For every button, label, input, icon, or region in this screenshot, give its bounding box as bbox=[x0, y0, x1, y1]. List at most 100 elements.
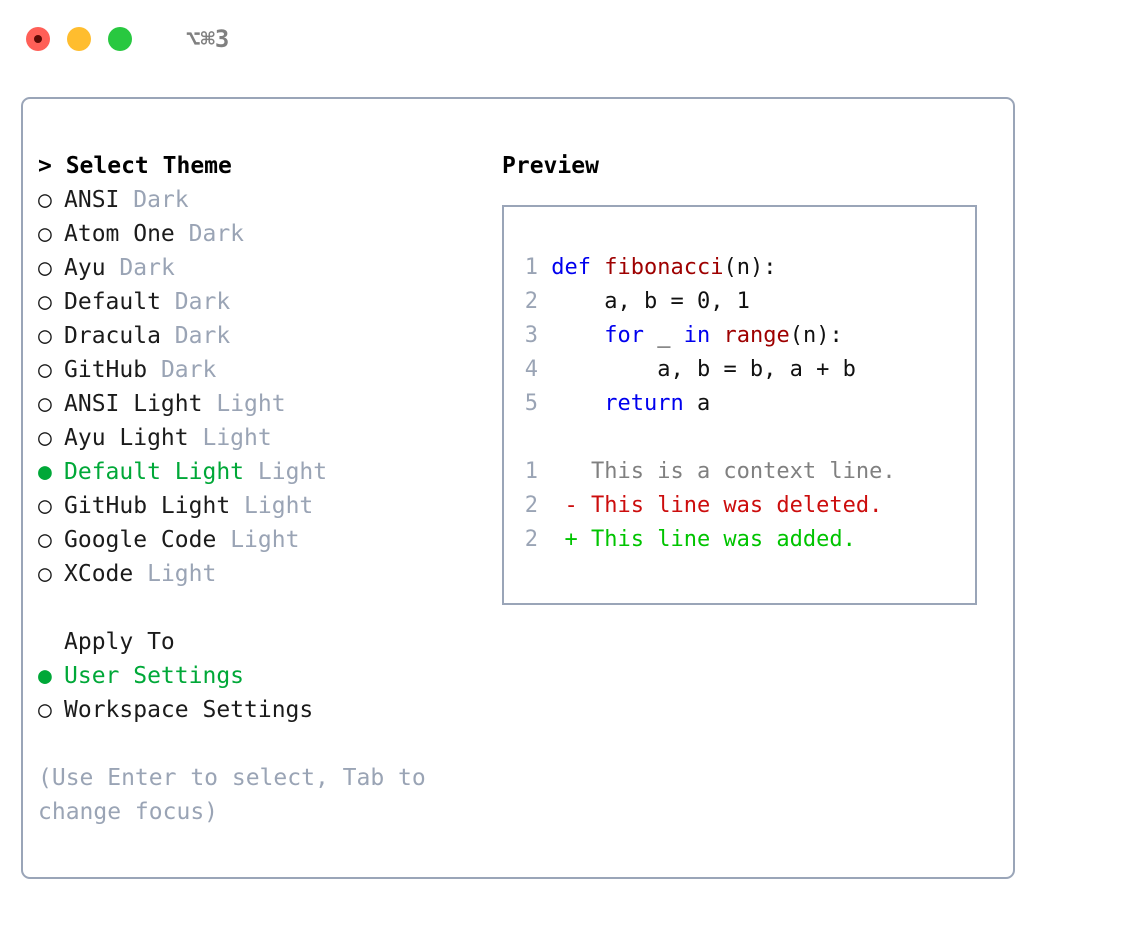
theme-mode-badge: Light bbox=[147, 561, 217, 587]
radio-unselected-icon: ○ bbox=[38, 255, 52, 281]
theme-name-label: Ayu Light bbox=[64, 425, 189, 451]
theme-list-item[interactable]: ○ ANSI Light Light bbox=[38, 387, 488, 421]
radio-unselected-icon: ○ bbox=[38, 221, 52, 247]
theme-list-item[interactable]: ○ GitHub Light Light bbox=[38, 489, 488, 523]
radio-unselected-icon: ○ bbox=[38, 493, 52, 519]
code-token bbox=[710, 323, 723, 348]
line-number: 1 bbox=[524, 255, 538, 280]
code-line: 2 a, b = 0, 1 bbox=[504, 285, 975, 319]
theme-name-label: Google Code bbox=[64, 527, 217, 553]
radio-unselected-icon: ○ bbox=[38, 289, 52, 315]
apply-to-option[interactable]: ● User Settings bbox=[38, 659, 488, 693]
code-token: a, b = b, a + b bbox=[657, 357, 856, 382]
list-spacer bbox=[38, 591, 488, 625]
theme-selection-panel: > Select Theme ○ANSI Dark○Atom One Dark○… bbox=[38, 149, 488, 829]
theme-mode-badge: Dark bbox=[133, 187, 189, 213]
line-number: 5 bbox=[524, 391, 538, 416]
radio-unselected-icon: ○ bbox=[38, 187, 52, 213]
radio-unselected-icon: ○ bbox=[38, 323, 52, 349]
code-token: return bbox=[604, 391, 684, 416]
window-content: > Select Theme ○ANSI Dark○Atom One Dark○… bbox=[23, 99, 1013, 877]
theme-mode-badge: Light bbox=[230, 527, 300, 553]
theme-list-item[interactable]: ○ Default Dark bbox=[38, 285, 488, 319]
theme-mode-badge: Light bbox=[216, 391, 286, 417]
preview-panel: Preview 1 def fibonacci(n):2 a, b = 0, 1… bbox=[502, 149, 992, 605]
radio-unselected-icon: ○ bbox=[38, 697, 52, 723]
apply-to-option[interactable]: ○ Workspace Settings bbox=[38, 693, 488, 727]
theme-mode-badge: Light bbox=[257, 459, 328, 485]
diff-line: 1 This is a context line. bbox=[504, 455, 975, 489]
theme-list-item[interactable]: ○ Ayu Light Light bbox=[38, 421, 488, 455]
line-number: 1 bbox=[524, 459, 538, 484]
line-number: 2 bbox=[524, 527, 538, 552]
code-line: 4 a, b = b, a + b bbox=[504, 353, 975, 387]
code-token: (n): bbox=[723, 255, 777, 280]
code-token: def bbox=[551, 255, 591, 280]
code-token: range bbox=[723, 323, 790, 348]
apply-to-option-label: Workspace Settings bbox=[64, 697, 314, 723]
close-window-button[interactable] bbox=[26, 27, 50, 51]
theme-name-label: ANSI Light bbox=[64, 391, 203, 417]
radio-selected-icon: ● bbox=[38, 663, 52, 689]
keyboard-hint-text: (Use Enter to select, Tab to change focu… bbox=[38, 765, 440, 825]
apply-to-label: Apply To bbox=[64, 629, 175, 655]
theme-list-item[interactable]: ○ GitHub Dark bbox=[38, 353, 488, 387]
diff-sample: 1 This is a context line.2 - This line w… bbox=[504, 455, 975, 557]
theme-list-item[interactable]: ○ XCode Light bbox=[38, 557, 488, 591]
diff-line-text: + This line was added. bbox=[538, 527, 856, 552]
diff-line: 2 + This line was added. bbox=[504, 523, 975, 557]
theme-mode-badge: Dark bbox=[188, 221, 245, 247]
code-line: 1 def fibonacci(n): bbox=[504, 251, 975, 285]
maximize-window-button[interactable] bbox=[108, 27, 132, 51]
theme-mode-badge: Dark bbox=[160, 357, 217, 383]
radio-unselected-icon: ○ bbox=[38, 527, 52, 553]
code-token: fibonacci bbox=[604, 255, 724, 280]
theme-name-label: GitHub bbox=[64, 357, 148, 383]
theme-name-label: Atom One bbox=[64, 221, 175, 247]
diff-line: 2 - This line was deleted. bbox=[504, 489, 975, 523]
minimize-window-button[interactable] bbox=[67, 27, 91, 51]
line-number: 4 bbox=[524, 357, 538, 382]
window-controls bbox=[26, 27, 132, 51]
theme-name-label: Default Light bbox=[64, 459, 245, 485]
theme-list[interactable]: ○ ANSI Dark ○ Atom One Dark ○ Ayu Dark ○ Defaul… bbox=[38, 183, 488, 591]
code-token: in bbox=[683, 323, 711, 348]
theme-mode-badge: Light bbox=[244, 493, 314, 519]
line-number: 3 bbox=[524, 323, 538, 348]
line-number: 2 bbox=[524, 289, 538, 314]
theme-list-item[interactable]: ○ Google Code Light bbox=[38, 523, 488, 557]
apply-to-option-label: User Settings bbox=[64, 663, 245, 689]
theme-list-item[interactable]: ○ Atom One Dark bbox=[38, 217, 488, 251]
code-token: _ bbox=[643, 323, 684, 348]
theme-name-label: Default bbox=[64, 289, 161, 315]
theme-list-item[interactable]: ●Default Light Light bbox=[38, 455, 488, 489]
radio-unselected-icon: ○ bbox=[38, 391, 52, 417]
theme-name-label: Ayu bbox=[64, 255, 106, 281]
theme-mode-badge: Dark bbox=[174, 323, 231, 349]
diff-line-text: This is a context line. bbox=[538, 459, 896, 484]
theme-mode-badge: Dark bbox=[119, 255, 175, 281]
radio-unselected-icon: ○ bbox=[38, 425, 52, 451]
code-token: a bbox=[683, 391, 711, 416]
theme-mode-badge: Dark bbox=[174, 289, 231, 315]
theme-selector-window: > Select Theme ○ANSI Dark○Atom One Dark○… bbox=[21, 97, 1015, 879]
theme-mode-badge: Light bbox=[202, 425, 272, 451]
code-token: (n): bbox=[789, 323, 843, 348]
theme-name-label: XCode bbox=[64, 561, 134, 587]
theme-list-item[interactable]: ○ Ayu Dark bbox=[38, 251, 488, 285]
radio-unselected-icon: ○ bbox=[38, 357, 52, 383]
theme-name-label: GitHub Light bbox=[64, 493, 231, 519]
theme-list-item[interactable]: ○Dracula Dark bbox=[38, 319, 488, 353]
line-number: 2 bbox=[524, 493, 538, 518]
apply-to-options[interactable]: ● User Settings ○ Workspace Settings bbox=[38, 659, 488, 727]
diff-line-text: - This line was deleted. bbox=[538, 493, 883, 518]
code-token bbox=[591, 255, 604, 280]
keyboard-shortcut-label: ⌥⌘3 bbox=[186, 25, 230, 53]
theme-name-label: ANSI bbox=[64, 187, 120, 213]
theme-list-item[interactable]: ○ ANSI Dark bbox=[38, 183, 488, 217]
code-token: for bbox=[604, 323, 644, 348]
select-theme-header: > Select Theme bbox=[38, 153, 232, 179]
radio-unselected-icon: ○ bbox=[38, 561, 52, 587]
